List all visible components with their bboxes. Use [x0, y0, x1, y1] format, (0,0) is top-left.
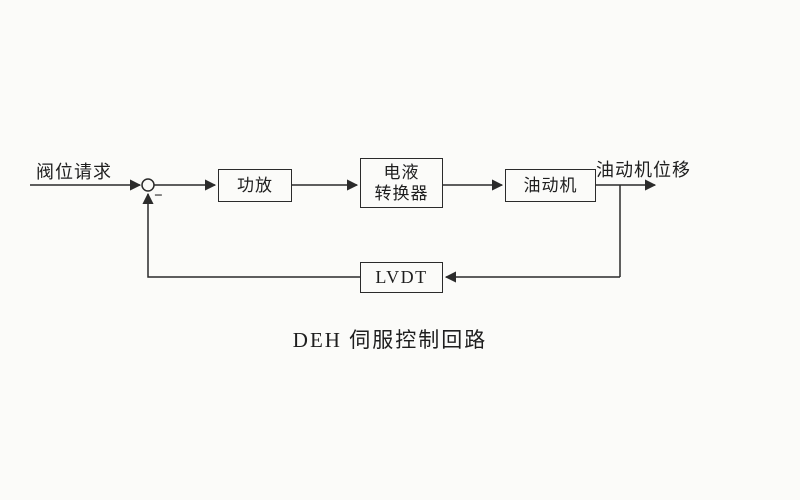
converter-label-line2: 转换器	[374, 184, 429, 203]
converter-label-line1: 电液	[383, 162, 420, 182]
lvdt-to-junction-line	[142, 192, 360, 278]
input-signal-label: 阀位请求	[36, 162, 112, 182]
actuator-block: 油动机	[505, 169, 596, 202]
converter-block: 电液 转换器	[360, 158, 443, 208]
summing-junction	[141, 178, 155, 192]
output-signal-label: 油动机位移	[596, 160, 691, 180]
diagram-caption: DEH 伺服控制回路	[292, 328, 488, 352]
lvdt-block: LVDT	[360, 262, 443, 293]
lvdt-label: LVDT	[375, 267, 428, 288]
amplifier-label: 功放	[237, 175, 273, 195]
amplifier-block: 功放	[218, 169, 292, 202]
actuator-label: 油动机	[523, 175, 578, 195]
minus-sign: −	[154, 188, 163, 204]
